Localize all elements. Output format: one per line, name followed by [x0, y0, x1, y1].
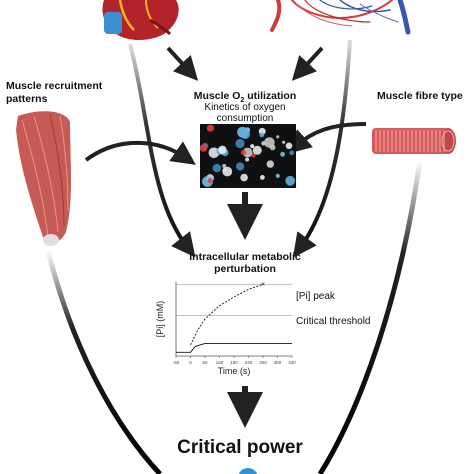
pi-chart: -60 0 60 120 180 240 300 360 420 × Time (s) [Pi]… [155, 282, 296, 376]
chart-x-tick-label: 60 [202, 360, 208, 365]
muscle-recruitment-line1: Muscle recruitment [6, 80, 103, 92]
right-fibre-to-critical-power-curve [317, 159, 423, 474]
o2-subscript: 2 [240, 97, 245, 105]
heart-to-metabolic-curve [128, 43, 196, 258]
pi-peak-label: [Pi] peak [296, 291, 335, 302]
muscle-recruitment-line2: patterns [6, 93, 48, 105]
chart-x-tick-label: 240 [245, 360, 253, 365]
muscle-fibre-illustration [372, 128, 456, 154]
heart-illustration [102, 0, 179, 40]
kinetics-line2: consumption [216, 113, 274, 124]
chart-x-axis-label: Time (s) [218, 366, 251, 376]
heart-to-o2-arrow [166, 46, 199, 81]
muscle-fibre-type-label: Muscle fibre type [377, 90, 463, 102]
chart-y-axis-label: [Pi] (mM) [155, 301, 165, 338]
chart-series-line [190, 283, 264, 346]
kinetics-line1: Kinetics of oxygen [204, 102, 286, 113]
blood-vessels-illustration [270, 0, 411, 35]
critical-power-dot [238, 468, 258, 474]
fibre-to-micrograph-arrow [286, 122, 367, 154]
chart-peak-marker: × [261, 282, 265, 289]
intracellular-label: Intracellular metabolic perturbation [170, 251, 320, 275]
chart-x-tick-label: -60 [173, 360, 180, 365]
muscle-recruitment-label: Muscle recruitment patterns [6, 80, 102, 106]
kinetics-label: Kinetics of oxygen consumption [180, 102, 310, 124]
critical-threshold-label: Critical threshold [296, 316, 371, 327]
chart-x-tick-label: 0 [189, 360, 192, 365]
chart-series-line [176, 342, 292, 353]
recruitment-to-micrograph-arrow [84, 140, 196, 165]
chart-x-tick-label: 360 [274, 360, 282, 365]
vessels-to-metabolic-curve [292, 39, 352, 258]
intracellular-line1: Intracellular metabolic [189, 251, 301, 263]
o2-suffix: utilization [244, 90, 297, 102]
o2-prefix: Muscle O [193, 90, 241, 102]
muscle-illustration [16, 111, 71, 246]
intracellular-line2: perturbation [214, 263, 276, 275]
chart-x-tick-label: 300 [259, 360, 267, 365]
chart-x-tick-label: 120 [216, 360, 224, 365]
left-muscle-to-critical-power-curve [45, 249, 162, 474]
o2-utilization-title: Muscle O2 utilization [170, 90, 320, 104]
micrograph-image [199, 124, 296, 188]
chart-x-tick-label: 180 [230, 360, 238, 365]
chart-x-tick-label: 420 [288, 360, 296, 365]
vessels-to-o2-arrow [291, 46, 324, 81]
critical-power-title: Critical power [177, 437, 303, 458]
